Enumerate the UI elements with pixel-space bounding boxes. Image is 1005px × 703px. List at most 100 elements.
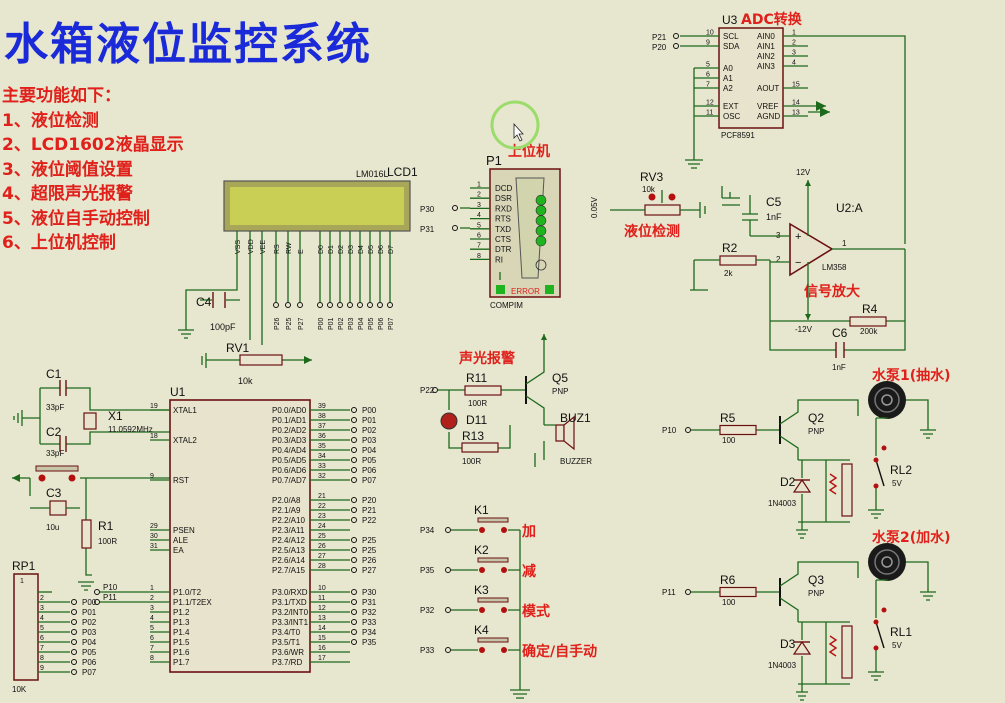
key-tag: 模式 — [522, 603, 550, 620]
mcu-port-pin: P0.6/AD6 — [272, 466, 307, 475]
u3-tag: ADC转换 — [741, 11, 803, 28]
r11-ref: R11 — [466, 371, 487, 385]
function-item: 5、液位自手动控制 — [2, 208, 150, 229]
c2-value: 33pF — [46, 449, 64, 458]
pump-rl-ref: RL2 — [890, 463, 912, 477]
rv1-ref: RV1 — [226, 341, 249, 355]
pump-d-ref: D2 — [780, 475, 796, 489]
rv1-potentiometer[interactable]: RV1 10k — [201, 255, 312, 386]
crystal-oscillator: C1 33pF C2 33pF X1 11.0592MHz — [13, 367, 170, 458]
d11-ref: D11 — [466, 413, 487, 427]
pump-d-ref: D3 — [780, 637, 796, 651]
mcu-left-pin: P1.3 — [173, 618, 190, 627]
p1-net-txd: P31 — [420, 225, 435, 234]
mcu-port-pin: P2.1/A9 — [272, 506, 301, 515]
rv3-value: 10k — [642, 185, 656, 194]
p1-pin-label: RXD — [495, 204, 512, 213]
mcu-port-pin: P2.3/A11 — [272, 526, 305, 535]
svg-text:8: 8 — [150, 655, 154, 662]
pump-d-model: 1N4003 — [768, 499, 797, 508]
motor-icon — [868, 543, 906, 581]
mcu-port-pin: P0.7/AD7 — [272, 476, 307, 485]
lcd-pin-label: VEE — [260, 240, 267, 254]
mcu-left-pin: RST — [173, 476, 189, 485]
pump-r-ref: R5 — [720, 411, 736, 425]
svg-text:12: 12 — [706, 100, 714, 107]
pump-drivers[interactable]: P10R5100Q2PNPD21N4003RL25V水泵1(抽水)P11R610… — [662, 367, 951, 701]
r13-ref: R13 — [462, 429, 484, 443]
adc-pcf8591[interactable]: U3 ADC转换 SCL10SDA9A05A16A27EXT12OSC11AIN… — [652, 11, 906, 244]
alarm-tag: 声光报警 — [458, 350, 515, 367]
p1-pin-label: RTS — [495, 215, 511, 224]
r4-value: 200k — [860, 327, 878, 336]
rp1-net-label: P06 — [82, 658, 97, 667]
pump-q-type: PNP — [808, 589, 824, 598]
rv1-value: 10k — [238, 376, 253, 386]
mcu-port-pin: P3.6/WR — [272, 648, 304, 657]
svg-text:24: 24 — [318, 523, 326, 530]
c1-ref: C1 — [46, 367, 62, 381]
svg-text:P10: P10 — [103, 583, 118, 592]
mcu-port-pin: P2.6/A14 — [272, 556, 305, 565]
svg-text:31: 31 — [150, 543, 158, 550]
pump-q-ref: Q2 — [808, 411, 824, 425]
pump-r-value: 100 — [722, 598, 736, 607]
opamp-lm358[interactable]: + − U2:A LM358 12V -12V 3 2 1 信号放大 — [750, 168, 905, 334]
svg-text:9: 9 — [40, 665, 44, 672]
mcu-net-label: P00 — [362, 406, 377, 415]
mcu-left-pin: P1.6 — [173, 648, 190, 657]
c6-ref: C6 — [832, 326, 848, 340]
svg-text:3: 3 — [40, 605, 44, 612]
svg-text:−: − — [795, 257, 801, 269]
function-item: 6、上位机控制 — [2, 233, 116, 253]
u3-net-scl: P21 — [652, 33, 667, 42]
key-ref: K4 — [474, 623, 489, 637]
svg-text:29: 29 — [150, 523, 158, 530]
reset-circuit[interactable]: C3 10u R1 100R — [12, 465, 170, 591]
lcd-pin-label: D1 — [328, 245, 335, 254]
u3-left-pin: EXT — [723, 102, 739, 111]
u3-left-pin: A2 — [723, 84, 733, 93]
mcu-port-pin: P0.3/AD3 — [272, 436, 307, 445]
lcd-module[interactable]: LM016L LCD1 — [223, 165, 418, 232]
svg-text:9: 9 — [706, 40, 710, 47]
mcu-port-pin: P2.5/A13 — [272, 546, 305, 555]
mcu-port-pin: P0.0/AD0 — [272, 406, 307, 415]
svg-text:28: 28 — [318, 563, 326, 570]
svg-text:13: 13 — [318, 615, 326, 622]
lcd-pin-label: D3 — [348, 245, 355, 254]
mcu-port-pin: P0.5/AD5 — [272, 456, 307, 465]
mcu-net-label: P06 — [362, 466, 377, 475]
rv3-level-sensor[interactable]: RV3 10k 0.05V 液位检测 — [590, 170, 706, 240]
rv3-ref: RV3 — [640, 170, 663, 184]
svg-text:11: 11 — [706, 110, 713, 117]
rp1-net-label: P04 — [82, 638, 97, 647]
alarm-circuit[interactable]: 声光报警 P22 R11 100R D11 R13 100R Q5 PNP BU… — [420, 334, 592, 467]
mcu-at89c52[interactable]: U1 XTAL119XTAL218RST9PSEN29ALE30EA31P1.0… — [94, 385, 377, 673]
rp1-net-label: P07 — [82, 668, 97, 677]
key-tag: 减 — [522, 563, 536, 580]
mcu-port-pin: P2.0/A8 — [272, 496, 301, 505]
pump-net: P11 — [662, 588, 676, 597]
svg-text:1: 1 — [150, 585, 154, 592]
u2-vneg: -12V — [795, 325, 813, 334]
mcu-port-pin: P2.4/A12 — [272, 536, 305, 545]
svg-text:3: 3 — [792, 50, 796, 57]
svg-text:9: 9 — [150, 473, 154, 480]
rp1-net-label: P00 — [82, 598, 97, 607]
svg-text:6: 6 — [150, 635, 154, 642]
svg-text:22: 22 — [318, 503, 326, 510]
mcu-left-pin: ALE — [173, 536, 188, 545]
svg-text:15: 15 — [792, 82, 800, 89]
svg-text:17: 17 — [318, 655, 326, 662]
svg-text:8: 8 — [477, 253, 481, 260]
